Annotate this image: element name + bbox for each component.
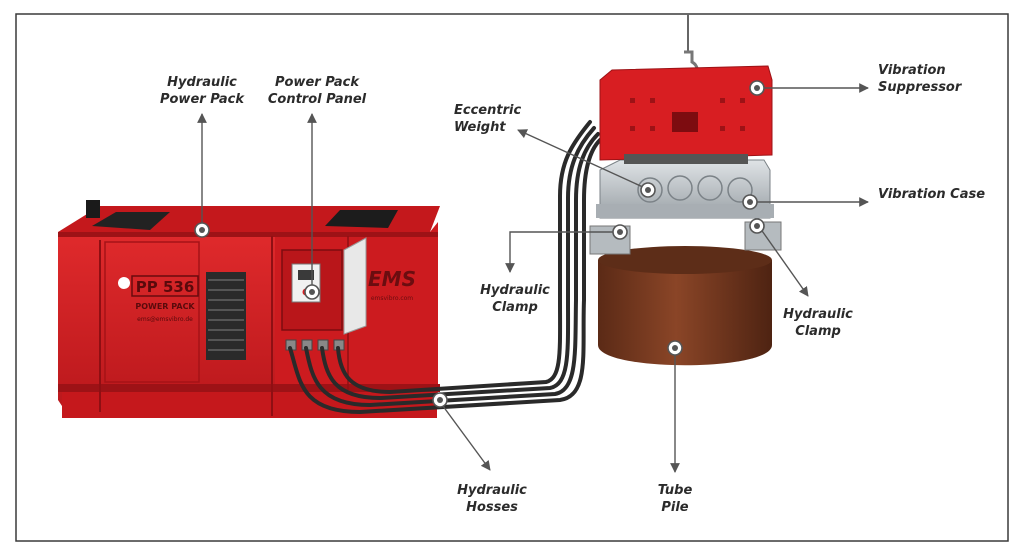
label-line: Hydraulic [167,75,237,90]
label-line: Hydraulic [457,483,527,498]
callout-marker-icon [749,80,765,96]
callout-marker-icon [749,218,765,234]
label-control-panel: Power Pack Control Panel [262,74,372,108]
callout-line-hoses [439,401,491,471]
indicator-light [118,277,130,289]
callout-line-eccentric-weight [517,129,646,189]
roof-vent-right [325,210,398,228]
callout-marker-icon [194,222,210,238]
label-hydraulic-clamp-left: Hydraulic Clamp [470,282,560,316]
label-line: Hosses [466,500,518,515]
vibro-hammer [589,14,782,366]
label-line: Tube [657,483,693,498]
callout-marker-icon [667,340,683,356]
label-line: Hydraulic [480,283,550,298]
label-vibration-case: Vibration Case [878,186,998,203]
email-text: ems@emsvibro.de [137,316,193,323]
control-panel-door [343,237,367,335]
callout-marker-icon [742,194,758,210]
label-tube-pile: Tube Pile [630,482,720,516]
label-line: Power Pack [274,75,360,90]
label-line: Vibration [878,63,946,78]
callout-line-clamp-right [759,227,809,297]
label-line: Vibration Case [878,187,986,202]
label-hydraulic-hosses: Hydraulic Hosses [442,482,542,516]
label-hydraulic-clamp-right: Hydraulic Clamp [768,306,868,340]
label-line: Clamp [492,300,538,315]
label-vibration-suppressor: Vibration Suppressor [878,62,978,96]
hydraulic-power-pack: PP 536 POWER PACK ems@emsvibro.de EMS em… [58,200,440,418]
label-eccentric-weight: Eccentric Weight [454,102,544,136]
roof-exhaust [86,200,100,218]
callout-marker-icon [640,182,656,198]
label-line: Pile [661,500,689,515]
label-hydraulic-power-pack: Hydraulic Power Pack [152,74,252,108]
callout-marker-icon [304,284,320,300]
callout-line-clamp-left [505,231,620,273]
callout-markers [194,80,765,408]
label-line: Control Panel [267,92,367,107]
brand-logo-text: EMS [368,267,416,291]
roof-vent-left [92,212,170,230]
tube-pile [598,260,772,366]
damper-springs [624,154,748,164]
label-line: Suppressor [878,80,962,95]
label-line: Clamp [795,324,841,339]
label-line: Eccentric [454,103,522,118]
model-text: PP 536 [136,278,195,296]
label-line: Hydraulic [783,307,853,322]
callout-marker-icon [612,224,628,240]
website-text: emsvibro.com [371,295,413,302]
ventilation-grille [206,272,246,360]
label-line: Weight [454,120,506,135]
hydraulic-hoses [288,120,602,415]
model-subtitle-text: POWER PACK [135,302,195,311]
label-line: Power Pack [159,92,245,107]
callout-marker-icon [432,392,448,408]
